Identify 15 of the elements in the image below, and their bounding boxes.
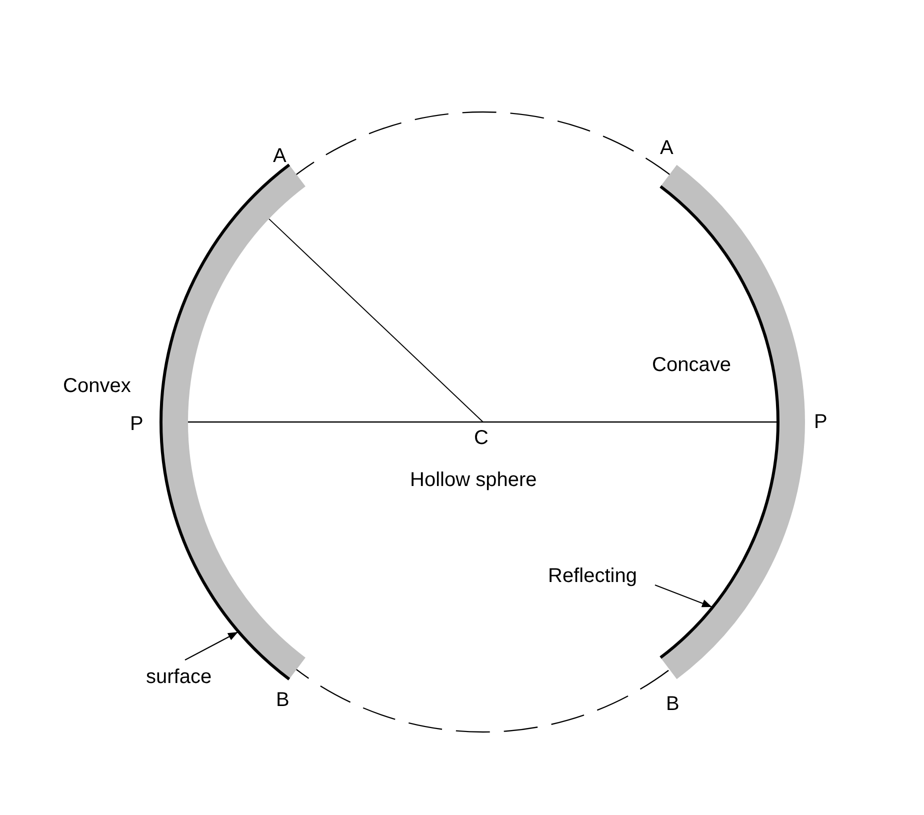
diameter-line <box>188 421 778 423</box>
point-label: A <box>273 145 286 167</box>
leader-line <box>654 584 712 608</box>
point-label: B <box>276 689 290 711</box>
point-label: B <box>666 693 680 715</box>
leader-line <box>184 631 238 661</box>
mirror-label: Concave <box>652 354 731 376</box>
point-label: C <box>474 427 488 449</box>
caption-label: Hollow sphere <box>410 469 537 491</box>
point-label: P <box>814 411 828 433</box>
point-label: A <box>660 137 674 159</box>
leader-text: surface <box>146 666 212 688</box>
leader-text: Reflecting <box>548 565 637 587</box>
point-label: P <box>130 413 144 435</box>
mirror-label: Convex <box>63 375 131 397</box>
